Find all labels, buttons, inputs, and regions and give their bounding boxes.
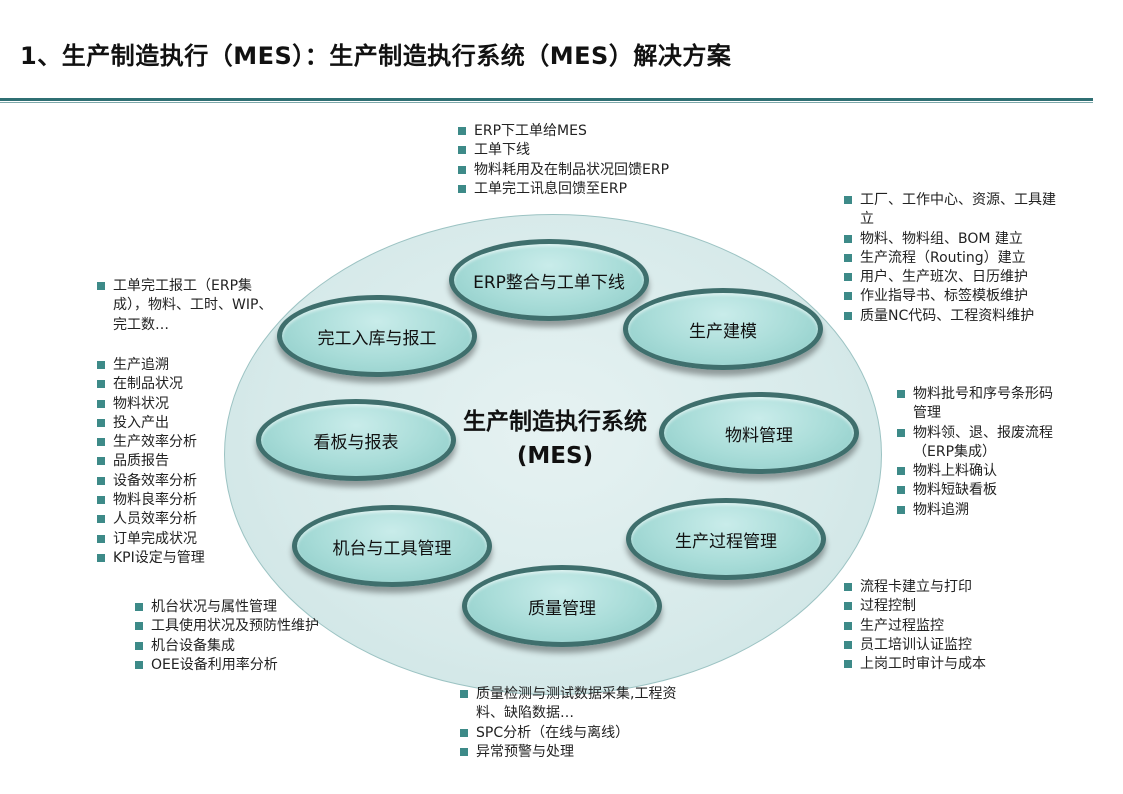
list-item: 物料耗用及在制品状况回馈ERP (458, 161, 718, 180)
list-item: 物料批号和序号条形码管理 (897, 385, 1062, 424)
node-material-management[interactable]: 物料管理 (659, 392, 859, 474)
mes-center-title-line1: 生产制造执行系统 (463, 409, 647, 435)
node-production-modeling[interactable]: 生产建模 (623, 288, 823, 370)
list-machine-tool-management: 机台状况与属性管理 工具使用状况及预防性维护 机台设备集成 OEE设备利用率分析 (135, 598, 375, 675)
mes-center-title-line2: (MES) (516, 443, 594, 469)
node-kanban-reports-label: 看板与报表 (313, 432, 399, 453)
list-item: OEE设备利用率分析 (135, 656, 375, 675)
list-item: 生产过程监控 (844, 617, 1044, 636)
list-item: 流程卡建立与打印 (844, 578, 1044, 597)
title-divider-thin (0, 102, 1093, 103)
list-item: 物料状况 (97, 395, 267, 414)
list-item: 品质报告 (97, 452, 267, 471)
list-item: 质量NC代码、工程资料维护 (844, 307, 1059, 326)
list-item: ERP下工单给MES (458, 122, 718, 141)
list-kanban-reports: 生产追溯 在制品状况 物料状况 投入产出 生产效率分析 品质报告 设备效率分析 … (97, 356, 267, 568)
mes-center-title: 生产制造执行系统 (MES) (440, 405, 670, 473)
node-quality-management-label: 质量管理 (528, 598, 596, 619)
list-item: 人员效率分析 (97, 510, 267, 529)
node-machine-tool-management-label: 机台与工具管理 (332, 538, 452, 559)
list-item: 生产效率分析 (97, 433, 267, 452)
list-item: 过程控制 (844, 597, 1044, 616)
list-item: 物料短缺看板 (897, 481, 1062, 500)
list-material-management: 物料批号和序号条形码管理 物料领、退、报废流程（ERP集成） 物料上料确认 物料… (897, 385, 1062, 520)
list-item: 工厂、工作中心、资源、工具建立 (844, 191, 1059, 230)
page-title: 1、生产制造执行（MES）：生产制造执行系统（MES）解决方案 (20, 42, 732, 70)
list-item: 物料良率分析 (97, 491, 267, 510)
list-item: SPC分析（在线与离线） (460, 724, 700, 743)
list-process-management: 流程卡建立与打印 过程控制 生产过程监控 员工培训认证监控 上岗工时审计与成本 (844, 578, 1044, 674)
node-material-management-label: 物料管理 (725, 425, 793, 446)
list-production-modeling: 工厂、工作中心、资源、工具建立 物料、物料组、BOM 建立 生产流程（Routi… (844, 191, 1059, 326)
node-process-management-label: 生产过程管理 (675, 531, 777, 552)
node-kanban-reports[interactable]: 看板与报表 (256, 399, 456, 481)
node-process-management[interactable]: 生产过程管理 (626, 498, 826, 580)
list-item: 生产流程（Routing）建立 (844, 249, 1059, 268)
list-quality-management: 质量检测与测试数据采集,工程资料、缺陷数据… SPC分析（在线与离线） 异常预警… (460, 685, 700, 762)
list-item: 异常预警与处理 (460, 743, 700, 762)
node-completion-reporting[interactable]: 完工入库与报工 (277, 295, 477, 377)
list-erp-integration: ERP下工单给MES 工单下线 物料耗用及在制品状况回馈ERP 工单完工讯息回馈… (458, 122, 718, 199)
node-completion-reporting-label: 完工入库与报工 (317, 328, 437, 349)
list-item: 用户、生产班次、日历维护 (844, 268, 1059, 287)
list-item: 物料追溯 (897, 501, 1062, 520)
list-item: 机台状况与属性管理 (135, 598, 375, 617)
list-completion-reporting: 工单完工报工（ERP集成），物料、工时、WIP、完工数… (97, 277, 279, 335)
list-item: 工单完工报工（ERP集成），物料、工时、WIP、完工数… (97, 277, 279, 335)
list-item: 在制品状况 (97, 375, 267, 394)
list-item: 机台设备集成 (135, 637, 375, 656)
list-item: 工单完工讯息回馈至ERP (458, 180, 718, 199)
list-item: 作业指导书、标签模板维护 (844, 287, 1059, 306)
list-item: 工单下线 (458, 141, 718, 160)
list-item: 物料领、退、报废流程（ERP集成） (897, 424, 1062, 463)
node-production-modeling-label: 生产建模 (689, 321, 757, 342)
list-item: 工具使用状况及预防性维护 (135, 617, 375, 636)
list-item: 生产追溯 (97, 356, 267, 375)
title-divider (0, 98, 1093, 101)
node-quality-management[interactable]: 质量管理 (462, 565, 662, 647)
list-item: 物料、物料组、BOM 建立 (844, 230, 1059, 249)
list-item: KPI设定与管理 (97, 549, 267, 568)
node-erp-integration[interactable]: ERP整合与工单下线 (449, 239, 649, 321)
list-item: 设备效率分析 (97, 472, 267, 491)
list-item: 上岗工时审计与成本 (844, 655, 1044, 674)
list-item: 订单完成状况 (97, 530, 267, 549)
node-machine-tool-management[interactable]: 机台与工具管理 (292, 505, 492, 587)
list-item: 物料上料确认 (897, 462, 1062, 481)
list-item: 员工培训认证监控 (844, 636, 1044, 655)
node-erp-integration-label: ERP整合与工单下线 (473, 272, 625, 293)
list-item: 投入产出 (97, 414, 267, 433)
list-item: 质量检测与测试数据采集,工程资料、缺陷数据… (460, 685, 700, 724)
